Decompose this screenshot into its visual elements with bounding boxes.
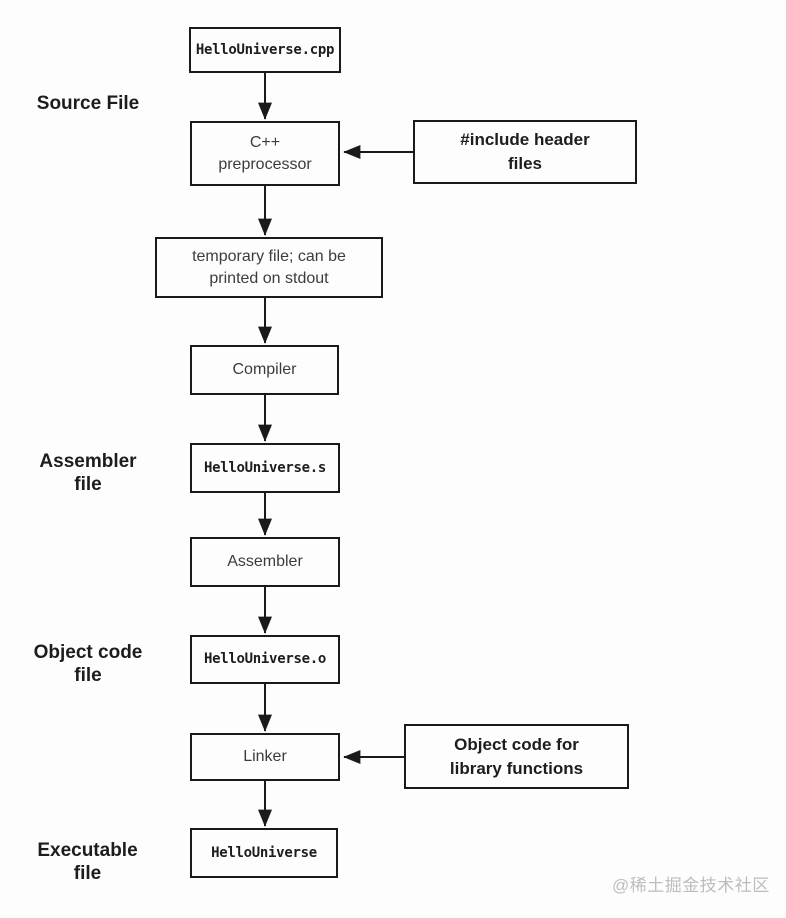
stage-label-assembler-file: Assembler file — [39, 451, 137, 496]
node-assembler-box: Assembler — [190, 537, 340, 587]
node-compiler-box: Compiler — [190, 345, 339, 395]
stage-label-object-code-file: Object code file — [33, 642, 143, 687]
node-linker-box: Linker — [190, 733, 340, 781]
node-source-file-box: HelloUniverse.cpp — [189, 27, 341, 73]
stage-label-executable-file: Executable file — [37, 840, 138, 885]
stage-label-source-file: Source File — [36, 93, 140, 114]
node-executable-box: HelloUniverse — [190, 828, 338, 878]
juejin-watermark: @稀土掘金技术社区 — [612, 876, 770, 895]
node-assembly-file-box: HelloUniverse.s — [190, 443, 340, 493]
node-object-file-box: HelloUniverse.o — [190, 635, 340, 684]
node-include-headers-box: #include header files — [413, 120, 637, 184]
node-preprocessor-box: C++ preprocessor — [190, 121, 340, 186]
node-temp-file-box: temporary file; can be printed on stdout — [155, 237, 383, 298]
node-library-objects-box: Object code for library functions — [404, 724, 629, 789]
